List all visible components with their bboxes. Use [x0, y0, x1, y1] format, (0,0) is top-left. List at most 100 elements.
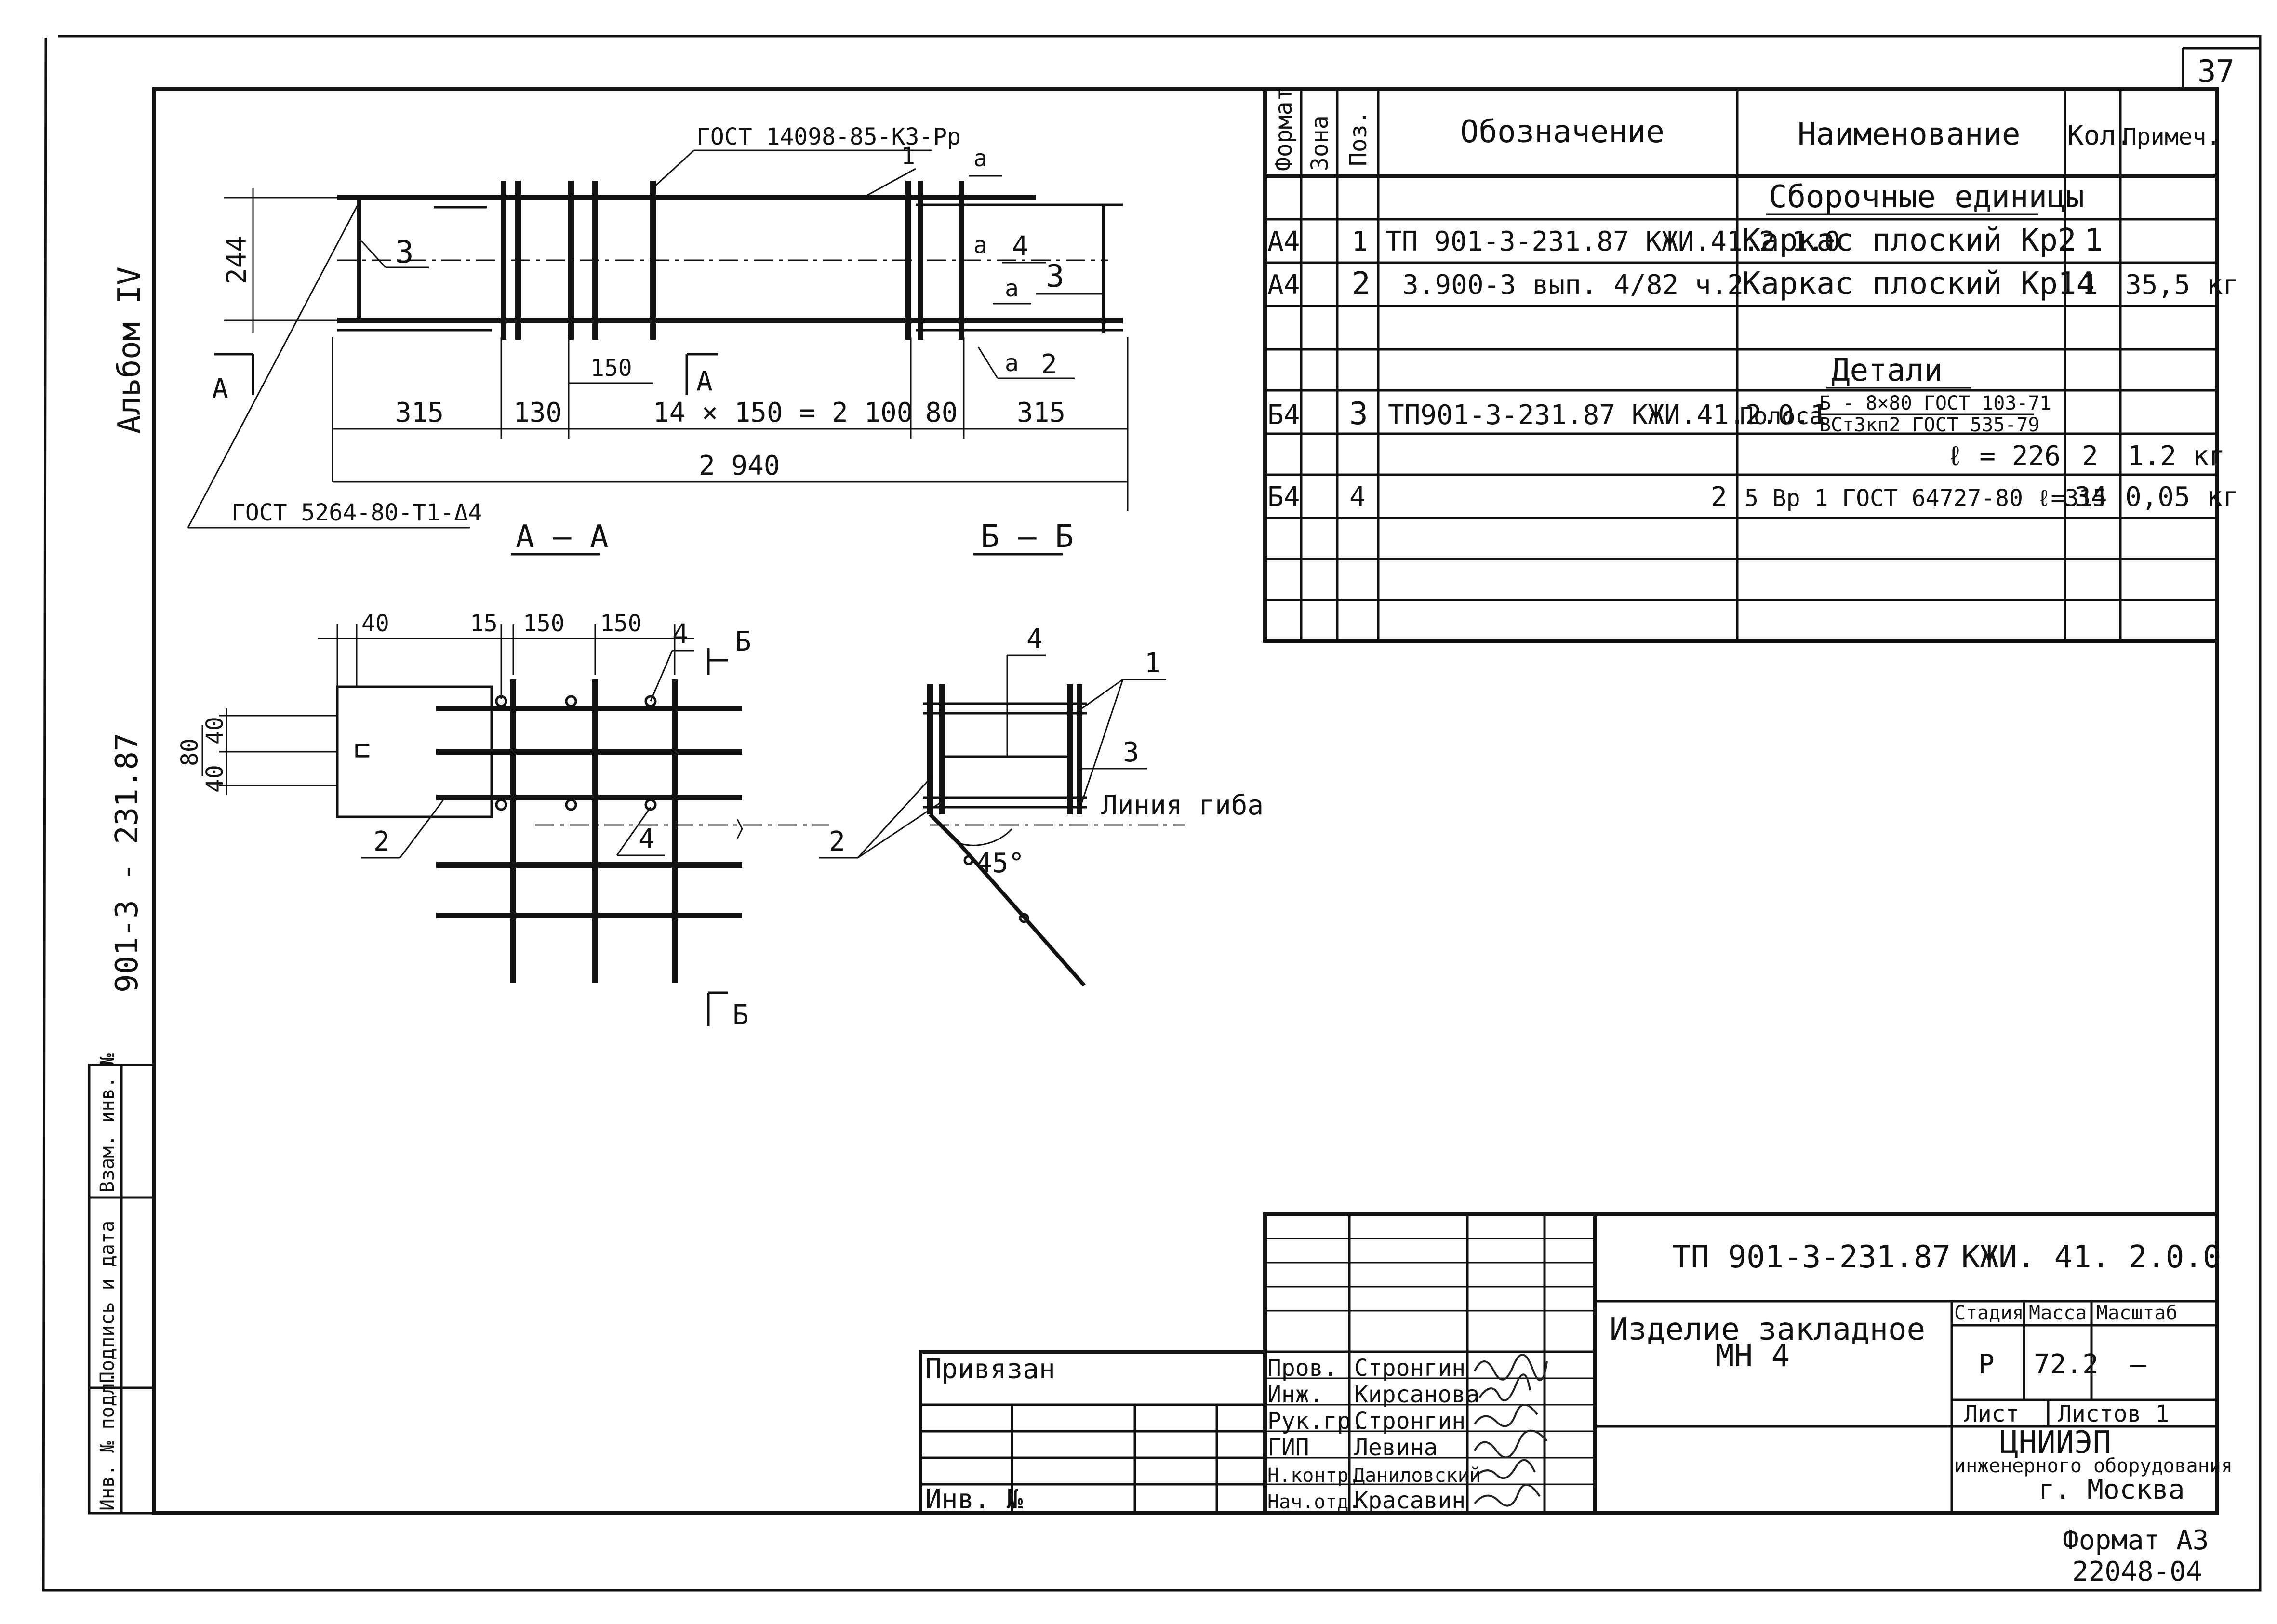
spec-row-2-code: 3.900-3 вып. 4/82 ч.2 — [1402, 269, 1744, 301]
gost-weld: ГОСТ 5264-80-Т1-Δ4 — [231, 499, 482, 526]
section-b-title: Б – Б — [981, 519, 1074, 555]
mark-b-top: Б — [735, 626, 751, 657]
spec-row-5-name-top: Б - 8×80 ГОСТ 103-71 — [1819, 392, 2051, 414]
spec-row-7-pos: 4 — [1349, 481, 1366, 513]
mark-a-right: А — [696, 366, 713, 397]
privyazan-label: Привязан — [925, 1354, 1055, 1385]
pos-2-right: 2 — [1041, 349, 1057, 380]
dim-150-a: 150 — [523, 610, 565, 637]
signature-2 — [1478, 1373, 1531, 1402]
spec-row-5-code: ТП901-3-231.87 КЖИ.41.2.0.1 — [1388, 399, 1826, 431]
spec-row-6-qty: 2 — [2082, 440, 2098, 472]
pos-4-a-top: 4 — [672, 619, 689, 650]
tb-org-3: г. Москва — [2038, 1474, 2184, 1505]
format-label: Формат А3 — [2063, 1525, 2209, 1556]
tb-role-0: Пров. — [1267, 1355, 1337, 1382]
dim-14x150: 14 × 150 = 2 100 — [653, 397, 913, 428]
spec-header-qty: Кол. — [2067, 120, 2132, 151]
spec-row-7-qty: 34 — [2075, 481, 2107, 513]
dim-2940: 2 940 — [699, 450, 780, 481]
signature-5 — [1474, 1459, 1536, 1479]
spec-row-5-pos: 3 — [1349, 396, 1368, 432]
tb-stage-hdr: Стадия — [1954, 1302, 2024, 1324]
tb-mass: 72.2 — [2034, 1349, 2099, 1380]
spec-table: Формат Зона Поз. Обозначение Наименовани… — [1263, 87, 2239, 643]
dim-315-right: 315 — [1017, 397, 1065, 428]
strip-inv-podl: Инв. № подл. — [96, 1371, 119, 1511]
pos-3-right: 3 — [1046, 259, 1065, 294]
tb-stage: Р — [1978, 1349, 1995, 1380]
spec-header-name: Наименование — [1798, 117, 2020, 152]
spec-row-6-name: ℓ = 226 — [1947, 440, 2061, 472]
signature-4 — [1474, 1429, 1548, 1459]
spec-row-5-name-bottom: ВСт3кп2 ГОСТ 535-79 — [1819, 414, 2040, 436]
tb-role-5: Нач.отд. — [1267, 1491, 1360, 1513]
tb-name-3: Левина — [1354, 1434, 1438, 1461]
spec-row-2-name: Каркас плоский Кр14 — [1742, 266, 2095, 302]
dim-40-top: 40 — [361, 610, 389, 637]
sheet-number-box: 37 — [2182, 47, 2260, 90]
dim-315-left: 315 — [395, 397, 444, 428]
gost-top: ГОСТ 14098-85-К3-Рр — [696, 123, 961, 150]
tb-role-4: Н.контр. — [1267, 1464, 1360, 1487]
mark-a-small-2: а — [973, 232, 987, 259]
tb-scale: — — [2130, 1349, 2146, 1380]
dim-130: 130 — [513, 397, 562, 428]
tb-mark: КЖИ. 41. 2.0.0 — [1961, 1239, 2221, 1275]
mark-a-small-4: а — [1005, 350, 1019, 377]
section-a-title: А – А — [516, 519, 609, 555]
mark-a-small-1: а — [973, 145, 987, 172]
section-a-a: А – А ⊏ 40 15 150 150 — [176, 519, 829, 1031]
spec-row-7-fmt: Б4 — [1267, 481, 1300, 513]
spec-row-5-fmt: Б4 — [1267, 399, 1300, 431]
plate-mark: ⊏ — [354, 734, 371, 766]
strip-podpis: Подпись и дата — [96, 1221, 119, 1383]
dim-40-side-a: 40 — [201, 717, 228, 745]
binding-block: Привязан Инв. № — [919, 1350, 1267, 1515]
spec-header-pos: Поз. — [1345, 110, 1372, 166]
angle-45: 45° — [976, 848, 1025, 879]
tb-name-5: Красавин — [1354, 1487, 1465, 1514]
tb-sheets: Листов 1 — [2058, 1400, 2169, 1427]
signature-6 — [1474, 1484, 1541, 1507]
tb-name-4: Даниловский — [1353, 1464, 1481, 1487]
spec-row-2-pos: 2 — [1352, 266, 1371, 302]
elevation-view: 244 315 130 14 × 150 = 2 100 80 315 2 94… — [187, 123, 1129, 529]
title-block: ТП 901-3-231.87 КЖИ. 41. 2.0.0 Изделие з… — [1263, 1212, 2233, 1515]
spec-row-5-name: Полоса — [1740, 403, 1823, 430]
spec-row-2-fmt: А4 — [1267, 269, 1300, 301]
outer-frame — [42, 35, 2262, 1592]
tb-sheet: Лист — [1964, 1400, 2020, 1427]
spec-row-2-qty: 1 — [2082, 269, 2098, 301]
tb-mass-hdr: Масса — [2029, 1302, 2087, 1324]
spec-header-format: Формат — [1270, 88, 1297, 171]
tb-code: ТП 901-3-231.87 — [1672, 1239, 1951, 1275]
inventory-strip: Инв. № подл. Подпись и дата Взам. инв. № — [88, 1053, 156, 1515]
spec-row-6-note: 1.2 кг — [2128, 440, 2225, 472]
tb-name-2: Стронгин — [1354, 1408, 1465, 1435]
spec-header-zone: Зона — [1306, 115, 1333, 171]
pos-2-a: 2 — [373, 826, 390, 857]
strip-vzam: Взам. инв. № — [96, 1053, 119, 1193]
copy-mark: 22048-04 — [2072, 1556, 2202, 1587]
pos-1-top: 1 — [901, 143, 915, 170]
dim-244: 244 — [221, 236, 253, 284]
mark-b-bottom: Б — [732, 999, 749, 1031]
tb-org-1: ЦНИИЭП — [2000, 1425, 2111, 1461]
bend-line-label: Линия гиба — [1101, 790, 1264, 821]
album-label: Альбом IV — [112, 266, 147, 434]
spec-row-4-name: Детали — [1831, 353, 1943, 388]
mark-a-left: А — [212, 373, 228, 404]
spec-row-7-code: 2 — [1711, 481, 1727, 513]
pos-4-b: 4 — [1026, 624, 1043, 655]
tb-role-1: Инж. — [1267, 1381, 1323, 1408]
section-b-b: Б – Б 45° Линия гиба 4 1 3 2 — [819, 519, 1264, 987]
inv-label: Инв. № — [925, 1484, 1023, 1515]
dim-150-b: 150 — [600, 610, 642, 637]
spec-row-7-name: 5 Вр 1 ГОСТ 64727-80 ℓ=315 — [1744, 485, 2106, 512]
pos-2-b: 2 — [829, 826, 845, 857]
sheet-number: 37 — [2197, 54, 2235, 90]
spec-header-code: Обозначение — [1460, 114, 1664, 150]
tb-role-3: ГИП — [1267, 1434, 1309, 1461]
tb-org-2: инженерного оборудования — [1954, 1455, 2233, 1477]
